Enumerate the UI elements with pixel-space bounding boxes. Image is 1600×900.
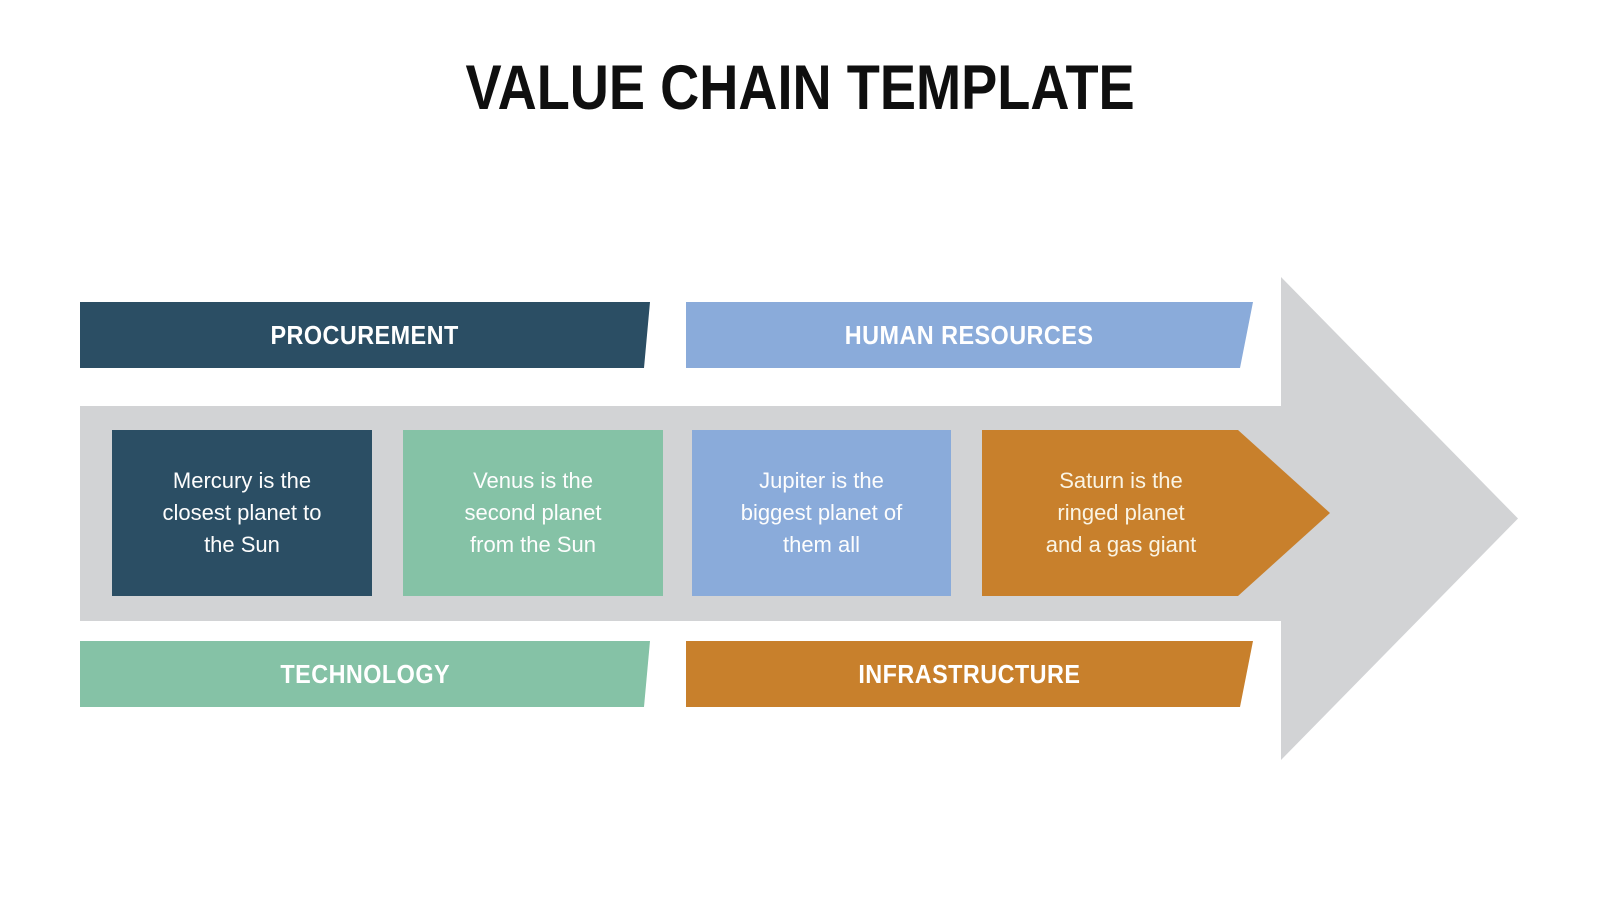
support-bar-human-resources: HUMAN RESOURCES <box>686 302 1253 368</box>
support-bar-technology-label: TECHNOLOGY <box>280 658 450 689</box>
support-bar-procurement: PROCUREMENT <box>80 302 650 368</box>
support-bar-technology: TECHNOLOGY <box>80 641 650 707</box>
support-bar-infrastructure: INFRASTRUCTURE <box>686 641 1253 707</box>
page-title-text: VALUE CHAIN TEMPLATE <box>465 53 1135 123</box>
step-box-jupiter: Jupiter is the biggest planet of them al… <box>692 430 951 596</box>
step-text-mercury: Mercury is the closest planet to the Sun <box>162 468 322 557</box>
step-text-saturn: Saturn is the ringed planet and a gas gi… <box>1045 468 1197 557</box>
step-text-jupiter: Jupiter is the biggest planet of them al… <box>740 468 903 557</box>
step-text-venus: Venus is the second planet from the Sun <box>464 468 602 557</box>
support-bar-procurement-label: PROCUREMENT <box>270 319 460 350</box>
step-box-mercury: Mercury is the closest planet to the Sun <box>112 430 372 596</box>
step-box-venus: Venus is the second planet from the Sun <box>403 430 663 596</box>
support-bar-infrastructure-label: INFRASTRUCTURE <box>858 658 1081 689</box>
support-bar-human-resources-label: HUMAN RESOURCES <box>845 319 1094 350</box>
page-title: VALUE CHAIN TEMPLATE <box>0 52 1600 124</box>
